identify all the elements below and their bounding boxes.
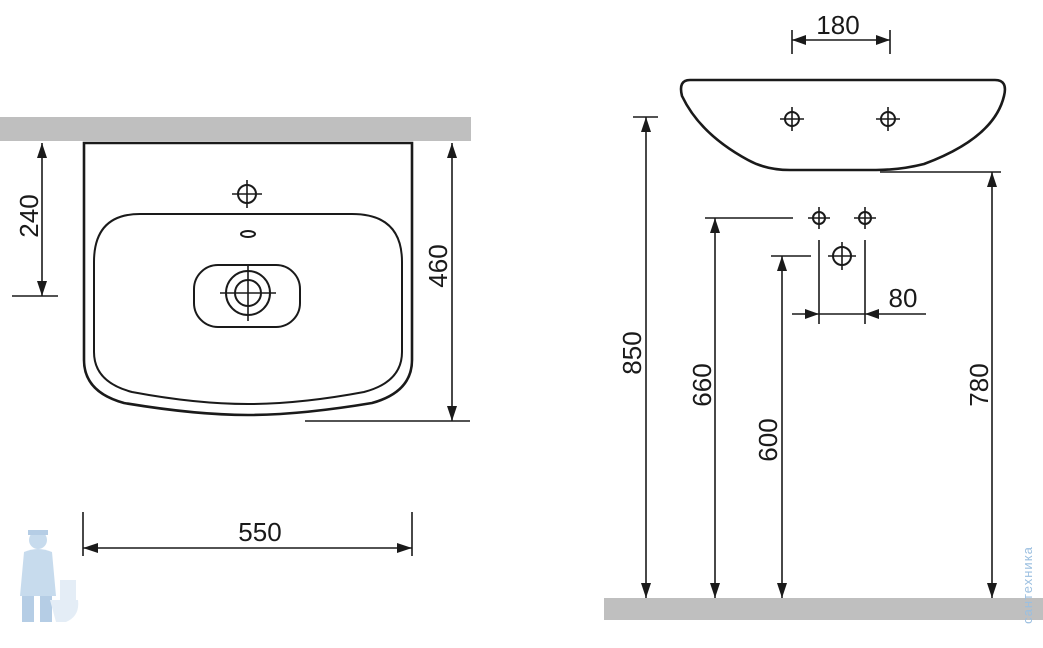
dim-460-label: 460 [423,244,453,287]
watermark-text: сантехника [1020,546,1035,624]
overflow-slot [240,230,256,238]
dim-180-label: 180 [816,10,859,40]
dim-550-arrow-left [83,543,98,553]
floor-bar [604,598,1043,620]
dim-460-arrow-top [447,143,457,158]
dim-80-arrow-left [805,309,819,319]
dim-850-arrow-bottom [641,583,651,598]
dim-240-label: 240 [14,194,44,237]
dim-80-label: 80 [889,283,918,313]
dim-240-arrow-bottom [37,281,47,296]
basin-outline [82,141,414,417]
dim-600-arrow-bottom [777,583,787,598]
dim-660-arrow-bottom [710,583,720,598]
dim-550-arrow-right [397,543,412,553]
dim-80-arrow-right [865,309,879,319]
dim-850-label: 850 [617,331,647,374]
dim-660-arrow-top [710,218,720,233]
dim-600-label: 600 [753,418,783,461]
top-view: 240 460 550 [0,117,471,556]
drain-surround [193,264,301,328]
dim-780-arrow-bottom [987,583,997,598]
plumber-mascot-icon [20,530,79,622]
basin-elevation [679,78,1007,172]
side-view: 180 850 80 660 600 [604,10,1043,620]
dim-850-arrow-top [641,117,651,132]
wall-bar-top [0,117,471,141]
dim-180-arrow-left [792,35,806,45]
dim-460-arrow-bottom [447,406,457,421]
dim-780-label: 780 [964,363,994,406]
dim-780-arrow-top [987,172,997,187]
dim-180-arrow-right [876,35,890,45]
dim-660-label: 660 [687,363,717,406]
basin-inner-bowl [93,213,403,406]
dim-240-arrow-top [37,143,47,158]
dim-600-arrow-top [777,256,787,271]
dim-550-label: 550 [238,517,281,547]
